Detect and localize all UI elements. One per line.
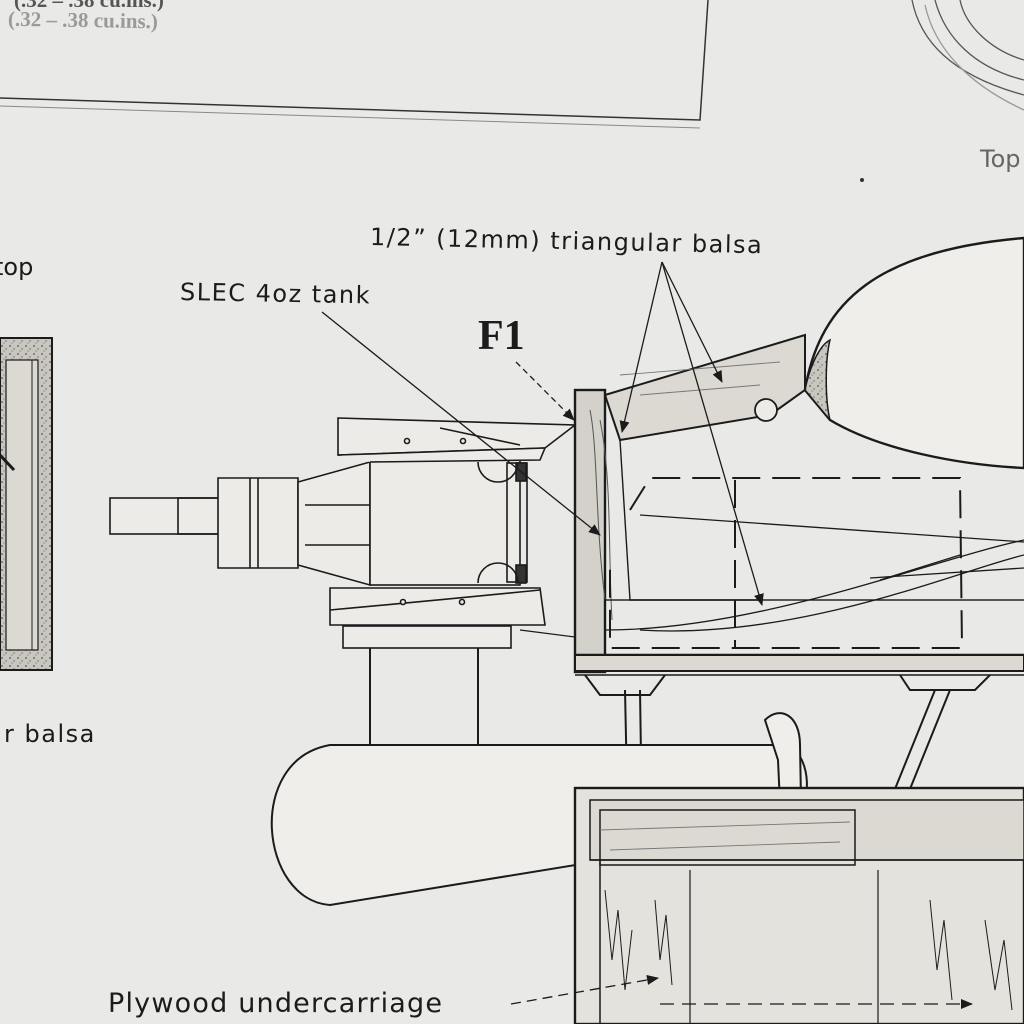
label-top-right: Top xyxy=(980,145,1021,173)
fuel-lines xyxy=(604,514,1024,632)
engine-mount xyxy=(329,417,578,649)
fuel-tank xyxy=(609,477,964,649)
label-top-left: top xyxy=(0,253,34,281)
leader-lines xyxy=(321,261,973,1009)
firewall-line xyxy=(519,629,576,638)
title-box xyxy=(0,0,709,129)
fuselage-nose xyxy=(573,333,1024,676)
top-right-view-sketch xyxy=(911,0,1024,111)
stray-dot xyxy=(860,178,864,182)
label-left-balsa: r balsa xyxy=(4,720,96,748)
left-fuselage-view xyxy=(0,337,53,671)
label-former-f1: F1 xyxy=(478,313,525,359)
title-note: (.32 – .38 cu.ins.) xyxy=(14,0,164,12)
engine-assembly xyxy=(109,459,528,587)
label-fuel-tank: SLEC 4oz tank xyxy=(179,278,372,310)
lower-fuselage-section xyxy=(573,786,1024,1024)
label-undercarriage: Plywood undercarriage xyxy=(108,988,444,1019)
canopy-outline xyxy=(803,236,1024,470)
